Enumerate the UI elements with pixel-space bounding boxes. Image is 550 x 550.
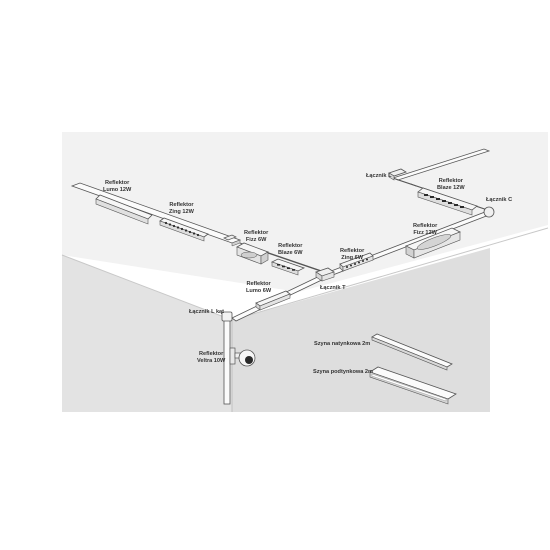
label-lacznik-c: Łącznik C: [486, 197, 513, 203]
reflektor-blaze-6w-fixture: [270, 258, 306, 276]
label-szyna-natynkowa: Szyna natynkowa 2m: [314, 341, 371, 347]
label-reflektor-fizz-6w: Reflektor Fizz 6W: [244, 230, 269, 243]
lacznik-c-connector: [483, 206, 495, 218]
lacznik-l-connector: [388, 168, 407, 181]
label-reflektor-veltra-10w: Reflektor Veltra 10W: [197, 351, 226, 364]
label-lacznik-l-kat: Łącznik L kąt: [189, 309, 225, 315]
label-reflektor-blaze-6w: Reflektor Blaze 6W: [278, 243, 303, 256]
label-reflektor-lumo-6w: Reflektor Lumo 6W: [246, 281, 272, 294]
label-lacznik-t: Łącznik T: [320, 285, 346, 291]
label-szyna-podtynkowa: Szyna podtynkowa 2m: [313, 369, 373, 375]
left-wall: [62, 255, 232, 412]
small-connector-mid: [223, 234, 237, 241]
label-reflektor-fizz-12w: Reflektor Fizz 12W: [413, 223, 438, 236]
lacznik-t-connector: [315, 267, 335, 282]
label-reflektor-zing-6w: Reflektor Zing 6W: [340, 248, 365, 261]
reflektor-blaze-12w-fixture: [417, 187, 478, 216]
reflektor-zing-6w-fixture: [339, 252, 374, 272]
back-wall: [232, 248, 490, 412]
szyna-podtynkowa-rail: [369, 366, 457, 405]
reflektor-lumo-6w-fixture: [255, 290, 291, 311]
szyna-natynkowa-rail: [371, 333, 453, 371]
reflektor-fizz-6w-fixture: [236, 242, 269, 265]
label-reflektor-blaze-12w: Reflektor Blaze 12W: [437, 178, 465, 191]
label-lacznik-l: Łącznik L: [366, 173, 392, 179]
label-reflektor-zing-12w: Reflektor Zing 12W: [169, 202, 194, 215]
label-reflektor-lumo-12w: Reflektor Lumo 12W: [103, 180, 132, 193]
reflektor-zing-12w-fixture: [159, 217, 209, 242]
reflektor-fizz-12w-fixture: [405, 227, 461, 259]
reflektor-veltra-10w-fixture: [229, 347, 256, 367]
reflektor-lumo-12w-fixture: [95, 194, 153, 225]
